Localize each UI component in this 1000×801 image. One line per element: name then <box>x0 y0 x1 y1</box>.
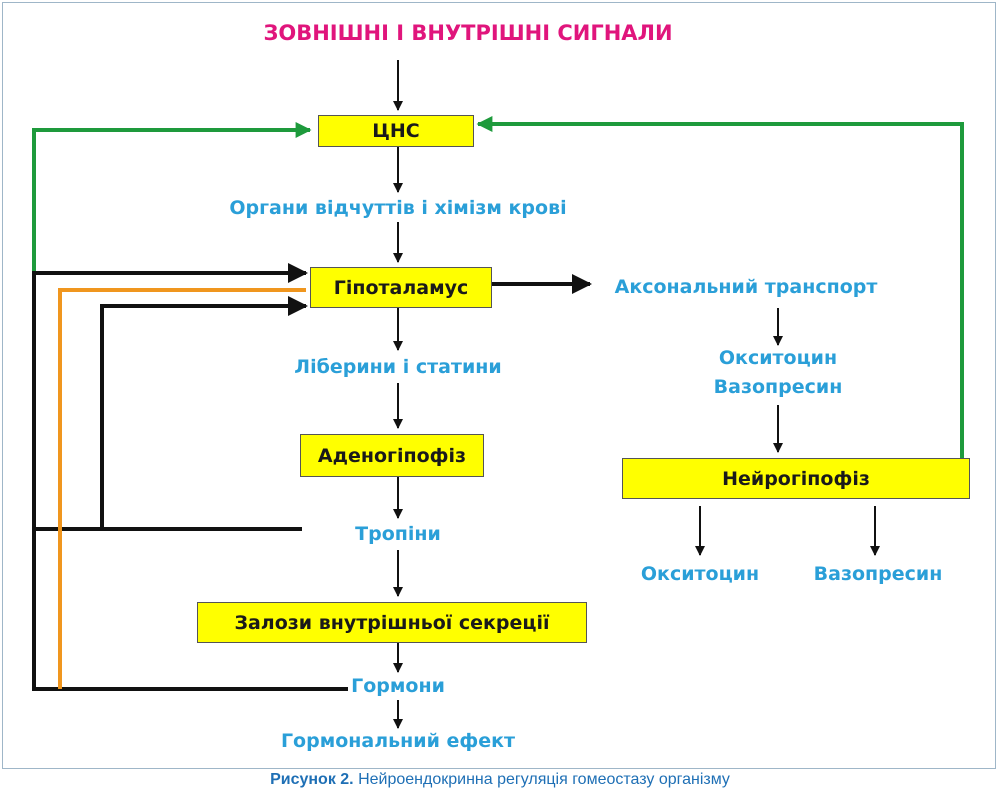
label-oxytocin-upper: Окситоцин <box>718 347 838 369</box>
node-hypothalamus: Гіпоталамус <box>310 267 492 308</box>
label-hormones: Гормони <box>351 675 445 697</box>
orange-feedback-hormones <box>58 288 306 689</box>
signals-title: ЗОВНІШНІ І ВНУТРІШНІ СИГНАЛИ <box>263 21 673 45</box>
label-vasopressin-lower: Вазопресин <box>813 563 943 585</box>
caption-prefix: Рисунок 2. <box>270 771 354 788</box>
caption-text: Нейроендокринна регуляція гомеостазу орг… <box>353 771 730 788</box>
label-liberins-statins: Ліберини і статини <box>294 356 502 378</box>
label-tropins: Тропіни <box>355 523 441 545</box>
label-hormonal-effect: Гормональний ефект <box>280 730 516 752</box>
figure-caption: Рисунок 2. Нейроендокринна регуляція гом… <box>0 771 1000 789</box>
diagram-frame <box>2 2 996 769</box>
black-feedback-hormones <box>32 263 348 691</box>
black-feedback-tropins-up <box>100 296 308 529</box>
green-feedback-right <box>476 116 964 458</box>
label-senses: Органи відчуттів і хімізм крові <box>229 197 567 219</box>
node-neurohypophysis: Нейрогіпофіз <box>622 458 970 499</box>
label-vasopressin-upper: Вазопресин <box>713 376 843 398</box>
label-axonal-transport: Аксональний транспорт <box>614 276 878 298</box>
node-endocrine-glands: Залози внутрішньої секреції <box>197 602 587 643</box>
label-oxytocin-lower: Окситоцин <box>640 563 760 585</box>
node-cns: ЦНС <box>318 115 474 147</box>
node-adenohypophysis: Аденогіпофіз <box>300 434 484 477</box>
